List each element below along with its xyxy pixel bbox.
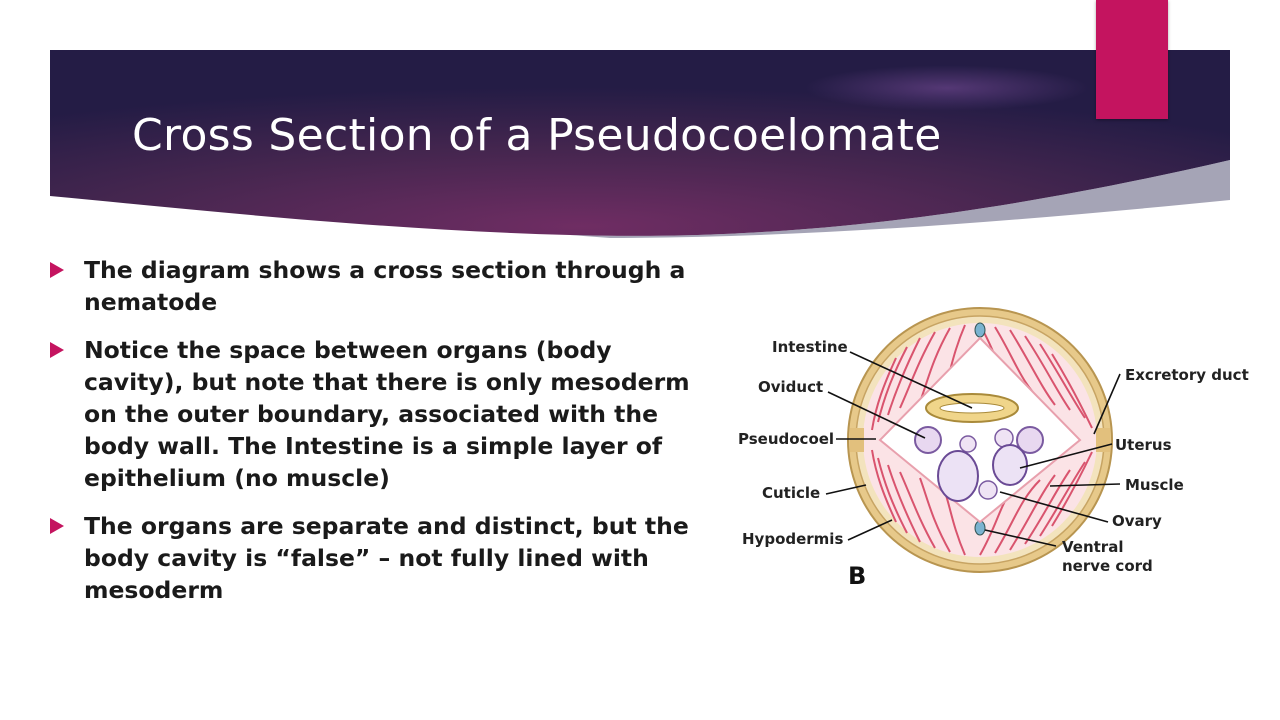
uterus-section [937, 450, 979, 502]
bullet-text: The organs are separate and distinct, bu… [84, 512, 689, 604]
label-oviduct: Oviduct [758, 378, 823, 396]
bullet-text: Notice the space between organs (body ca… [84, 336, 690, 492]
label-uterus: Uterus [1115, 436, 1172, 454]
list-item: The diagram shows a cross section throug… [44, 254, 694, 318]
oviduct-section [914, 426, 942, 454]
triangle-bullet-icon [50, 262, 64, 278]
bullet-list: The diagram shows a cross section throug… [44, 254, 694, 622]
bullet-text: The diagram shows a cross section throug… [84, 256, 686, 316]
leader-lines [825, 351, 1121, 547]
label-cuticle: Cuticle [762, 484, 820, 502]
diagram-figure: Intestine Oviduct Pseudocoel Cuticle Hyp… [738, 307, 1249, 590]
label-ovary: Ovary [1112, 512, 1162, 530]
list-item: Notice the space between organs (body ca… [44, 334, 694, 494]
triangle-bullet-icon [50, 518, 64, 534]
label-hypodermis: Hypodermis [742, 530, 843, 548]
organ-section [959, 435, 977, 453]
accent-tab [1096, 0, 1168, 119]
label-excretory-duct: Excretory duct [1125, 366, 1249, 384]
uterus-section [992, 444, 1028, 486]
lateral-cord-left [850, 428, 864, 452]
label-ventral: Ventral [1062, 538, 1123, 556]
ovary-section [978, 480, 998, 500]
title-banner-background [50, 50, 1230, 240]
dorsal-nerve-cord [974, 322, 986, 338]
pseudocoel-space [878, 336, 1082, 524]
label-nerve-cord: nerve cord [1062, 557, 1153, 575]
panel-letter: B [848, 562, 866, 590]
triangle-bullet-icon [50, 342, 64, 358]
list-item: The organs are separate and distinct, bu… [44, 510, 694, 606]
label-muscle: Muscle [1125, 476, 1184, 494]
nematode-cross-section-diagram: Intestine Oviduct Pseudocoel Cuticle Hyp… [700, 300, 1260, 600]
oviduct-section [1016, 426, 1044, 454]
label-intestine: Intestine [772, 338, 848, 356]
title-banner [50, 50, 1230, 240]
page-title: Cross Section of a Pseudocoelomate [132, 110, 942, 161]
label-pseudocoel: Pseudocoel [738, 430, 834, 448]
